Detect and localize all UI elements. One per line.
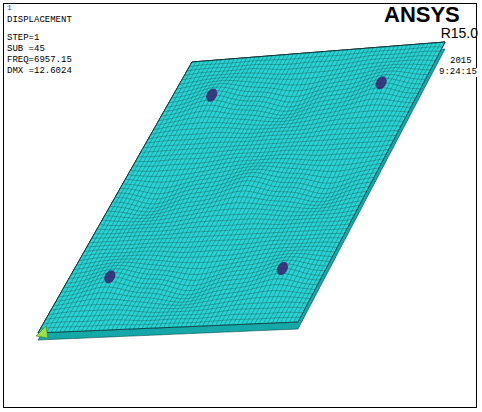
mesh-line (133, 55, 284, 329)
peak-spot (275, 260, 291, 277)
mesh-line (233, 47, 382, 325)
mesh-line (60, 60, 213, 332)
mesh-line (90, 58, 243, 331)
mesh-line (110, 191, 367, 212)
mesh-line (59, 279, 318, 299)
mesh-line (148, 121, 403, 139)
mesh-line (143, 131, 398, 148)
mesh-line (298, 42, 445, 322)
mesh-line (146, 54, 297, 329)
mesh-line (220, 48, 369, 325)
software-release: R15.0 (441, 26, 478, 40)
window-number: 1 (7, 4, 12, 12)
mesh-line (179, 64, 433, 84)
mesh-line (42, 62, 196, 333)
mesh-line (136, 145, 392, 162)
mesh-line (182, 60, 436, 80)
plot-date: 2015 (449, 57, 473, 66)
mesh-line (155, 53, 306, 328)
mesh-line (97, 215, 354, 230)
mesh-line (159, 53, 310, 328)
peak-spot (373, 74, 389, 91)
mesh-line (133, 149, 389, 166)
mesh-line (112, 56, 264, 330)
software-logo: ANSYS (384, 4, 460, 26)
mesh-line (154, 111, 409, 130)
mesh-line (189, 47, 442, 67)
mesh-line (74, 254, 332, 270)
mesh-line (224, 48, 373, 325)
mesh-line (194, 50, 344, 326)
mesh-line (272, 44, 420, 323)
mesh-line (61, 273, 320, 295)
mesh-line (276, 44, 424, 323)
mesh-line (107, 196, 364, 215)
mesh-line (184, 56, 437, 76)
peak-spot (102, 268, 118, 285)
mesh-line (115, 181, 372, 204)
mesh-line (289, 43, 436, 323)
step-info: STEP=1 (7, 34, 39, 43)
mesh-line (255, 45, 403, 324)
mesh-line (103, 57, 255, 330)
mesh-line (192, 42, 445, 62)
mesh-line (138, 54, 289, 329)
mesh-line (107, 57, 259, 330)
mesh-line (120, 56, 272, 330)
mesh-line (203, 49, 353, 326)
mesh-line (164, 52, 315, 327)
mesh-line (263, 45, 411, 324)
max-displacement: DMX =12.6024 (7, 67, 72, 76)
undeformed-outline (38, 42, 445, 333)
triad-marker (36, 326, 48, 338)
mesh-line (229, 47, 378, 325)
mesh-line (116, 56, 268, 330)
peak-spot (204, 87, 220, 104)
mesh-line (95, 219, 352, 234)
mesh-line (281, 43, 428, 322)
mesh-line (285, 43, 432, 323)
mesh-line (159, 99, 414, 121)
plate-surface (38, 42, 445, 333)
mesh-line (86, 58, 239, 331)
plot-time: 9:24:15 (438, 68, 478, 77)
frequency-info: FREQ=6957.15 (7, 56, 72, 65)
mesh-line (164, 88, 418, 112)
result-title: DISPLACEMENT (7, 16, 72, 25)
mesh-line (250, 46, 398, 324)
mesh-line (105, 201, 362, 219)
mesh-line (77, 59, 230, 331)
mesh-line (177, 51, 327, 327)
mesh-line (120, 173, 376, 194)
mesh-line (128, 159, 384, 177)
substep-info: SUB =45 (7, 45, 45, 54)
mesh-line (268, 44, 416, 323)
mesh-line (51, 61, 205, 332)
mesh-line (242, 46, 391, 324)
mesh-line (294, 42, 441, 322)
mesh-line (73, 59, 226, 331)
mesh-line (181, 51, 331, 327)
mesh-line (207, 49, 356, 326)
mesh-line (187, 51, 440, 71)
